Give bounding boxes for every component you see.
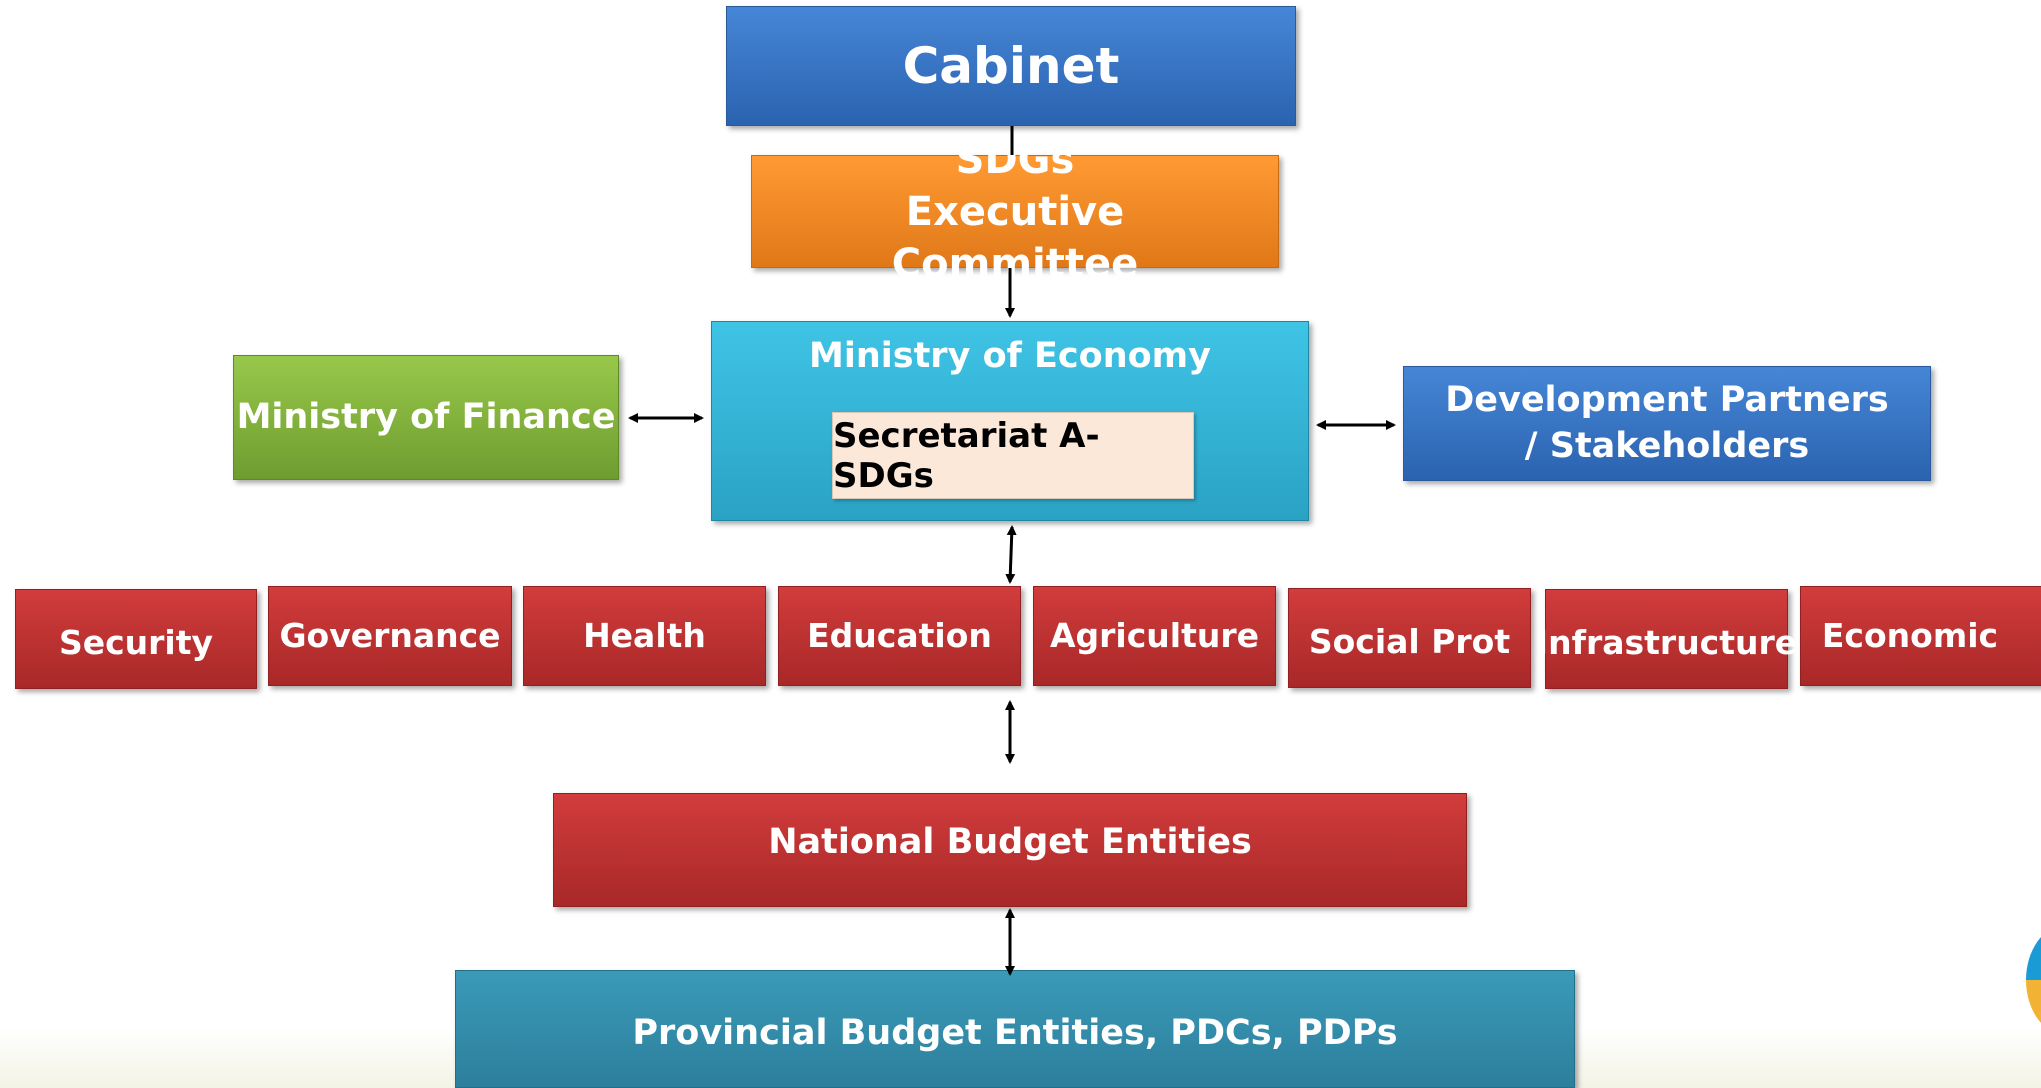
sector-box: Economic	[1800, 586, 2041, 686]
development-partners-label: Development Partners / Stakeholders	[1445, 380, 1889, 466]
sector-label: Social Prot	[1308, 621, 1511, 661]
sector-label: Health	[583, 616, 706, 655]
provincial-budget-box: Provincial Budget Entities, PDCs, PDPs	[455, 970, 1575, 1088]
sector-label: Security	[58, 622, 214, 662]
cabinet-box: Cabinet	[726, 6, 1296, 126]
ministry-economy-label: Ministry of Economy	[809, 336, 1211, 376]
sector-label: Education	[807, 616, 992, 655]
executive-committee-box: SDGs Executive Committee	[751, 137, 1279, 287]
national-budget-box: National Budget Entities	[553, 793, 1467, 907]
secretariat-label: Secretariat A-SDGs	[833, 415, 1100, 496]
development-partners-box: Development Partners / Stakeholders	[1403, 366, 1931, 481]
sector-box: Education	[778, 586, 1021, 686]
executive-committee-label: SDGs Executive Committee	[891, 136, 1139, 287]
arrow-economy-sectors	[1005, 525, 1017, 584]
sector-box: Social Prot	[1288, 588, 1531, 688]
sector-box: Agriculture	[1033, 586, 1276, 686]
sector-box: Infrastructure	[1536, 589, 1797, 689]
secretariat-box: Secretariat A-SDGs	[832, 412, 1194, 499]
sector-label: Economic	[1821, 616, 1999, 655]
ministry-finance-label: Ministry of Finance	[236, 396, 616, 437]
sector-box: Security	[15, 589, 257, 689]
sector-box: Health	[523, 586, 766, 686]
sector-label: Infrastructure	[1535, 622, 1798, 662]
ministry-finance-box: Ministry of Finance	[233, 355, 619, 480]
cabinet-label: Cabinet	[902, 36, 1120, 95]
sector-label: Governance	[279, 616, 501, 655]
sector-label: Agriculture	[1049, 616, 1260, 655]
national-budget-label: National Budget Entities	[768, 822, 1252, 862]
provincial-budget-label: Provincial Budget Entities, PDCs, PDPs	[632, 1013, 1398, 1053]
sector-box: Governance	[268, 586, 512, 686]
